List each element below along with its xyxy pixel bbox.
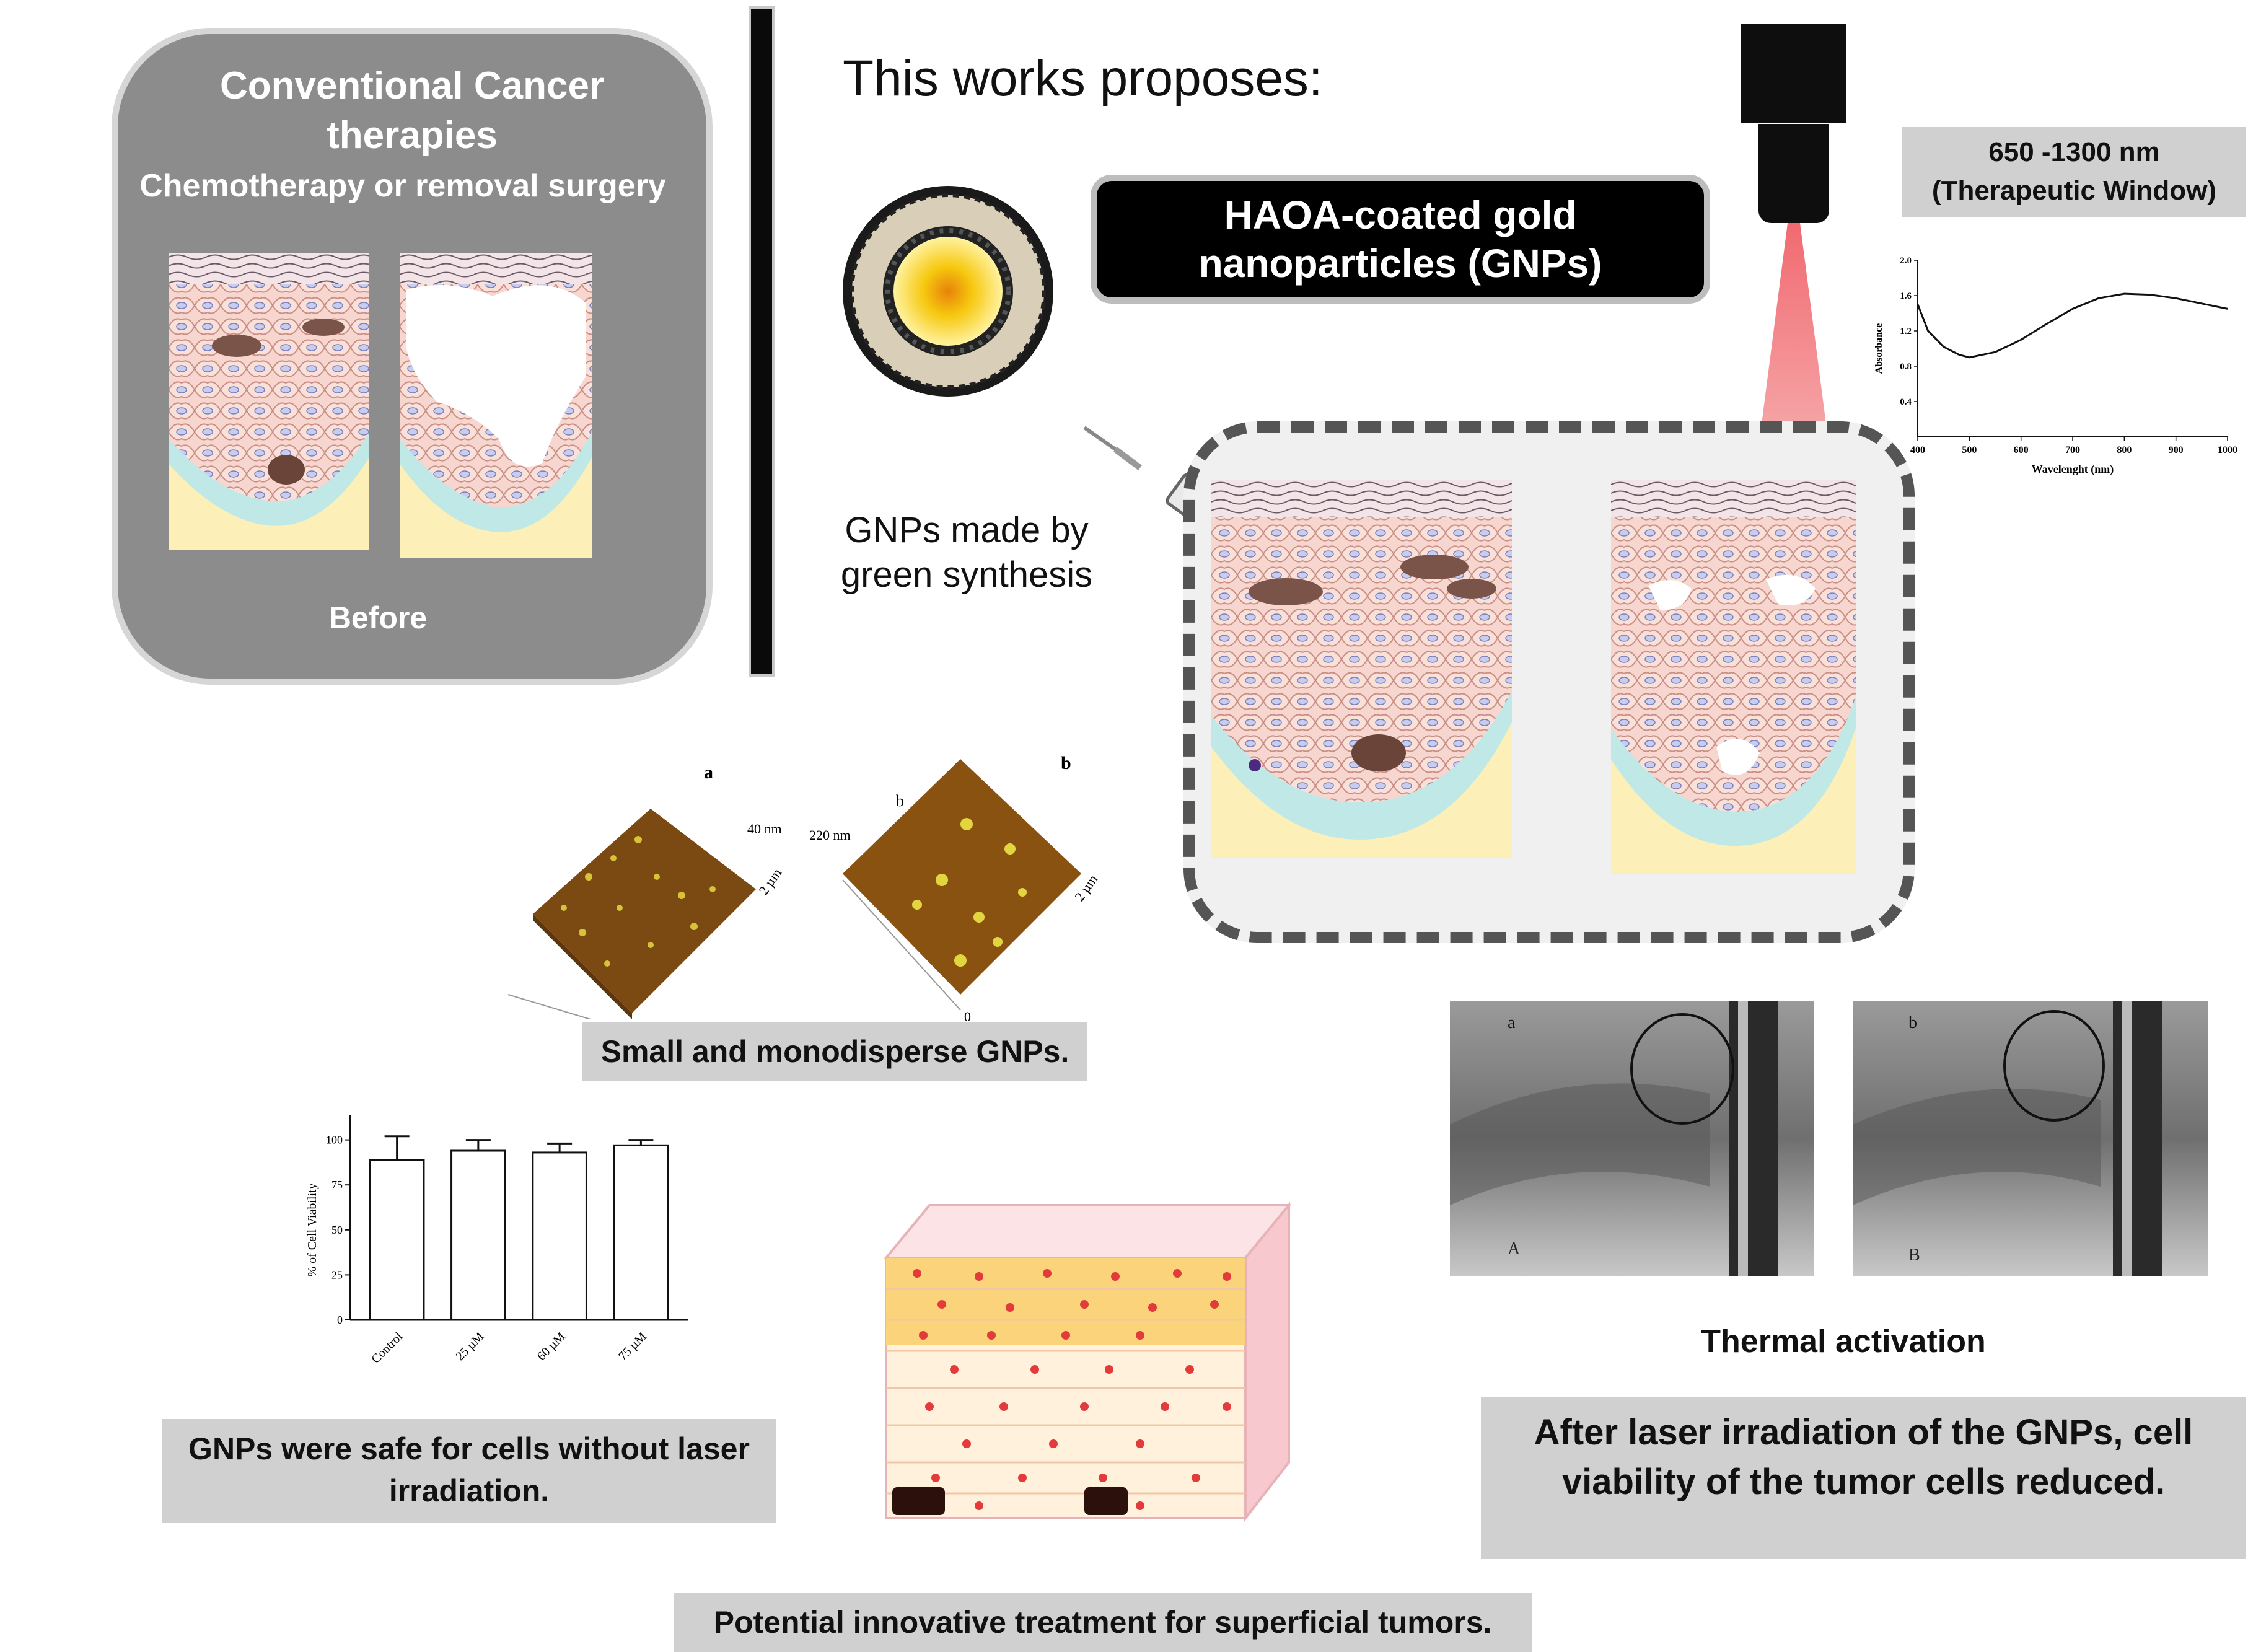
absorbance-x-tick-label: 500	[1962, 445, 1977, 455]
absorbance-x-tick-label: 1000	[2218, 445, 2237, 455]
viability-bar	[613, 1144, 669, 1321]
conventional-title-line1: Conventional Cancer	[219, 64, 605, 107]
viability-bar	[532, 1151, 587, 1321]
absorbance-y-tick-label: 0.4	[1900, 397, 1912, 407]
absorbance-x-tick-label: 900	[2169, 445, 2184, 455]
skin-tissue-block-image	[883, 1202, 1292, 1522]
viability-x-tick-label: 25 µM	[453, 1330, 486, 1363]
absorbance-y-tick-label: 1.2	[1900, 327, 1912, 336]
absorbance-x-tick-label: 700	[2065, 445, 2080, 455]
skin-tissue-after-surgery-image	[400, 253, 592, 558]
micro-a-letter: a	[1508, 1013, 1516, 1032]
therapeutic-window-line2: (Therapeutic Window)	[1931, 175, 2217, 206]
thermal-caption: After laser irradiation of the GNPs, cel…	[1481, 1397, 2246, 1559]
thermal-caption-line2: viability of the tumor cells reduced.	[1561, 1462, 2166, 1502]
viability-y-tick-label: 50	[331, 1224, 343, 1236]
haoa-line1: HAOA-coated gold	[1224, 193, 1577, 237]
conventional-subtitle: Chemotherapy or removal surgery	[139, 168, 666, 204]
viability-bar	[450, 1149, 506, 1321]
conventional-title-line2: therapies	[327, 114, 498, 157]
afm-b-height-label: 220 nm	[809, 827, 851, 843]
absorbance-y-tick-label: 0.8	[1900, 362, 1912, 372]
viability-bar	[369, 1159, 425, 1321]
micro-b-corner-letter: B	[1908, 1246, 1920, 1265]
absorbance-chart: 400 500 600 700 800 900 1000 0.4 0.8 1.2 1.6 2.0Wav…	[1874, 256, 2237, 476]
vertical-divider	[749, 6, 775, 677]
skin-tissue-after-laser-image	[1611, 480, 1856, 874]
green-synthesis-line2: green synthesis	[840, 555, 1093, 595]
absorbance-y-label: Absorbance	[1874, 323, 1884, 374]
viability-y-tick-label: 25	[331, 1268, 343, 1281]
absorbance-x-tick-label: 400	[1910, 445, 1925, 455]
bottom-caption: Potential innovative treatment for super…	[674, 1593, 1532, 1652]
micro-a-corner-letter: A	[1508, 1239, 1521, 1259]
laser-device-nozzle	[1758, 124, 1829, 223]
absorbance-line	[1917, 292, 2228, 359]
viability-x-tick-label: 75 µM	[616, 1330, 649, 1363]
skin-tissue-with-gnps-image	[1211, 480, 1512, 858]
green-synthesis-line1: GNPs made by	[845, 510, 1089, 550]
absorbance-x-label: Wavelenght (nm)	[2032, 463, 2114, 476]
therapeutic-window-label: 650 -1300 nm (Therapeutic Window)	[1902, 127, 2246, 217]
thermal-activation-label: Thermal activation	[1701, 1324, 1986, 1360]
before-label: Before	[328, 600, 428, 635]
viability-y-label: % of Cell Viability	[305, 1183, 319, 1276]
absorbance-x-tick-label: 800	[2117, 445, 2132, 455]
viability-y-tick-label: 0	[337, 1314, 343, 1326]
thermal-caption-line1: After laser irradiation of the GNPs, cel…	[1534, 1412, 2193, 1452]
proposal-heading: This works proposes:	[843, 50, 1323, 107]
afm-a-height-label: 40 nm	[747, 821, 782, 837]
afm-image-a	[507, 809, 756, 1019]
afm-panel-b-letter: b	[1061, 753, 1071, 773]
micro-b-letter: b	[1908, 1013, 1917, 1032]
absorbance-x-tick-label: 600	[2014, 445, 2029, 455]
viability-y-tick-label: 75	[331, 1179, 343, 1191]
afm-panel-a-letter: a	[704, 762, 713, 783]
afm-caption: Small and monodisperse GNPs.	[582, 1022, 1087, 1081]
viability-x-tick-label: 60 µM	[535, 1330, 568, 1363]
viability-caption-line1: GNPs were safe for cells without laser	[188, 1431, 750, 1466]
viability-x-tick-label: Control	[369, 1330, 405, 1366]
viability-y-tick-label: 100	[326, 1134, 343, 1146]
haoa-gnps-box: HAOA-coated gold nanoparticles (GNPs)	[1091, 175, 1710, 304]
microscopy-image-a	[1450, 1001, 1814, 1276]
laser-device-top	[1741, 24, 1846, 123]
haoa-line2: nanoparticles (GNPs)	[1198, 241, 1602, 286]
absorbance-y-tick-label: 2.0	[1900, 256, 1912, 266]
gold-nanoparticle-image	[843, 186, 1053, 397]
afm-zero-label: 0	[964, 1009, 971, 1024]
afm-image-b	[842, 759, 1081, 1011]
skin-tissue-before-image	[169, 253, 369, 550]
viability-caption-line2: irradiation.	[389, 1474, 550, 1508]
therapeutic-window-line1: 650 -1300 nm	[1988, 137, 2160, 167]
viability-caption: GNPs were safe for cells without laser i…	[162, 1419, 776, 1523]
absorbance-y-tick-label: 1.6	[1900, 291, 1912, 301]
microscopy-image-b	[1853, 1001, 2208, 1276]
afm-panel-b-inner-letter: b	[896, 792, 904, 810]
